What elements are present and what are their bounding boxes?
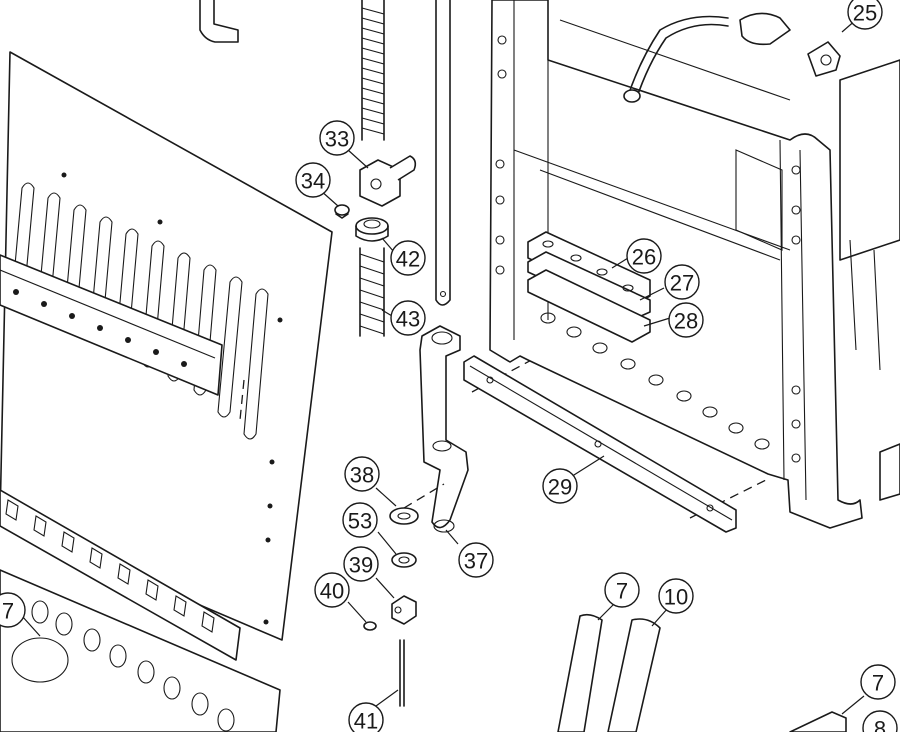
callout-number: 33 xyxy=(325,127,349,152)
callout-number: 7 xyxy=(616,579,628,604)
tension-block-stack xyxy=(527,231,651,343)
lower-spring xyxy=(359,247,385,337)
callout-39: 39 xyxy=(343,546,379,582)
callout-circle xyxy=(458,542,494,578)
block-nut xyxy=(391,595,417,625)
callout-43: 43 xyxy=(390,300,426,336)
set-screw xyxy=(334,204,350,219)
callout-27: 27 xyxy=(664,264,700,300)
callout-circle xyxy=(0,592,26,628)
callout-8: 8 xyxy=(862,710,898,732)
callout-28: 28 xyxy=(668,302,704,338)
callout-number: 34 xyxy=(301,169,325,194)
callout-number: 25 xyxy=(853,1,877,26)
callout-number: 38 xyxy=(350,463,374,488)
cover-plate-7-right xyxy=(789,711,847,732)
callout-26: 26 xyxy=(626,238,662,274)
top-bracket xyxy=(199,0,239,43)
callout-circle xyxy=(626,238,662,274)
presser-block xyxy=(359,155,417,207)
callout-number: 53 xyxy=(348,509,372,534)
callout-circle xyxy=(390,240,426,276)
callout-circle xyxy=(664,264,700,300)
lower-left-rail xyxy=(0,489,241,661)
callout-number: 27 xyxy=(670,271,694,296)
washer-38 xyxy=(389,507,419,525)
callout-number: 28 xyxy=(674,309,698,334)
callout-41: 41 xyxy=(348,702,384,732)
alignment-lines xyxy=(239,349,771,519)
collar-part xyxy=(355,217,389,242)
callout-42: 42 xyxy=(390,240,426,276)
callout-number: 7 xyxy=(2,599,14,624)
callout-7: 7 xyxy=(860,664,896,700)
callout-number: 37 xyxy=(464,549,488,574)
callout-circle xyxy=(343,546,379,582)
presser-bar-holder xyxy=(419,325,469,533)
upper-spring xyxy=(361,0,385,141)
callout-circle xyxy=(344,456,380,492)
callout-circle xyxy=(604,572,640,608)
callout-number: 10 xyxy=(664,585,688,610)
callout-53: 53 xyxy=(342,502,378,538)
callout-circle xyxy=(542,468,578,504)
right-frame xyxy=(489,0,900,529)
callout-number: 7 xyxy=(872,671,884,696)
callout-circle xyxy=(342,502,378,538)
cover-plate-7 xyxy=(557,613,603,732)
callout-33: 33 xyxy=(319,120,355,156)
callout-circle xyxy=(314,572,350,608)
callout-25: 25 xyxy=(847,0,883,30)
callout-number: 43 xyxy=(396,307,420,332)
callout-number: 40 xyxy=(320,579,344,604)
callout-number: 39 xyxy=(349,553,373,578)
long-pin xyxy=(399,639,405,707)
cover-plate-10 xyxy=(607,618,661,732)
callout-circle xyxy=(390,300,426,336)
callout-circle xyxy=(658,578,694,614)
callout-circle xyxy=(319,120,355,156)
thread-guide-wire xyxy=(623,12,841,103)
callout-38: 38 xyxy=(344,456,380,492)
bottom-left-plate xyxy=(0,569,281,732)
vertical-rod xyxy=(435,0,451,306)
callout-number: 8 xyxy=(874,717,886,732)
left-needle-plate xyxy=(0,51,333,641)
callout-circle xyxy=(862,710,898,732)
callout-circle xyxy=(295,162,331,198)
callout-number: 41 xyxy=(354,709,378,732)
callout-circle xyxy=(847,0,883,30)
callout-circle xyxy=(860,664,896,700)
callout-29: 29 xyxy=(542,468,578,504)
small-screw xyxy=(363,621,377,631)
callout-circle xyxy=(668,302,704,338)
callout-circle xyxy=(348,702,384,732)
callout-7: 7 xyxy=(0,592,26,628)
callout-34: 34 xyxy=(295,162,331,198)
callout-7: 7 xyxy=(604,572,640,608)
washer-53 xyxy=(391,552,417,568)
callout-number: 26 xyxy=(632,245,656,270)
callout-number: 42 xyxy=(396,247,420,272)
callout-number: 29 xyxy=(548,475,572,500)
callout-40: 40 xyxy=(314,572,350,608)
callout-10: 10 xyxy=(658,578,694,614)
long-flat-bar xyxy=(463,355,737,533)
callout-37: 37 xyxy=(458,542,494,578)
